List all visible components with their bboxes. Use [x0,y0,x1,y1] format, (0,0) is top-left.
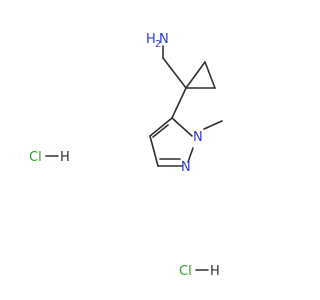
salt-1-h-label: H [60,150,70,165]
bond-c5-c4-double [152,124,169,138]
amine-h-label: H [146,32,156,47]
bond-n2-n1 [187,147,194,163]
salt-1-cl-label: Cl [29,150,42,165]
bonds [45,45,223,271]
bond-c4-c3 [149,135,159,167]
bond-c5-c4 [149,117,173,137]
amine-n-label: N [159,32,169,47]
bond-ch2-cyclopropyl [162,57,187,89]
structure-canvas: H 2 N N N Cl H Cl H [29,32,223,279]
bond-cyclopropyl-pyrazole [171,87,187,119]
salt-2-cl-label: Cl [179,264,192,279]
ring-n2-label: N [181,160,191,175]
amine-h-count: 2 [155,39,161,50]
salt-2-h-label: H [210,264,220,279]
bond-cyclopropyl-2 [204,61,216,89]
bond-cyclopropyl-1 [185,61,206,89]
ring-n1-label: N [193,130,203,145]
molecule-drawing: H 2 N N N Cl H Cl H [29,32,223,279]
bond-n-methyl [203,120,223,130]
bond-n1-c5 [171,117,193,137]
